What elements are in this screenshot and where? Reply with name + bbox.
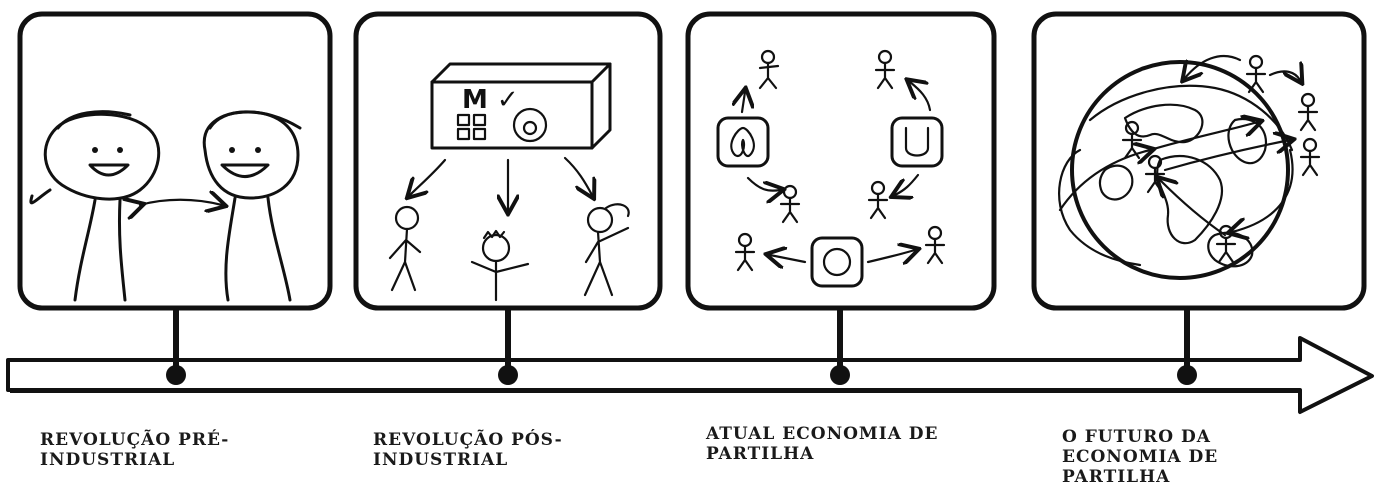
- panel-frame-1: [17, 11, 333, 311]
- stage-label-4: O FUTURO DA ECONOMIA DE PARTILHA: [1062, 427, 1219, 487]
- panel-2-illustration: M ✓: [388, 62, 630, 302]
- panel-3-illustration: [716, 49, 946, 288]
- panel-1-illustration: [29, 110, 302, 302]
- company-box-glyph: M ✓: [462, 85, 519, 115]
- timeline-dot-1: [166, 365, 186, 385]
- stage-label-1: REVOLUÇÃO PRÉ- INDUSTRIAL: [40, 430, 230, 470]
- timeline-dot-3: [830, 365, 850, 385]
- panel-frame-3: [685, 11, 997, 311]
- stage-label-3: ATUAL ECONOMIA DE PARTILHA: [706, 424, 939, 464]
- timeline-dot-4: [1177, 365, 1197, 385]
- stage-label-2: REVOLUÇÃO PÓS- INDUSTRIAL: [373, 430, 563, 470]
- timeline-arrow: [6, 336, 1374, 414]
- timeline-dot-2: [498, 365, 518, 385]
- panel-4-illustration: [1058, 54, 1321, 280]
- timeline-markers: [166, 305, 1197, 385]
